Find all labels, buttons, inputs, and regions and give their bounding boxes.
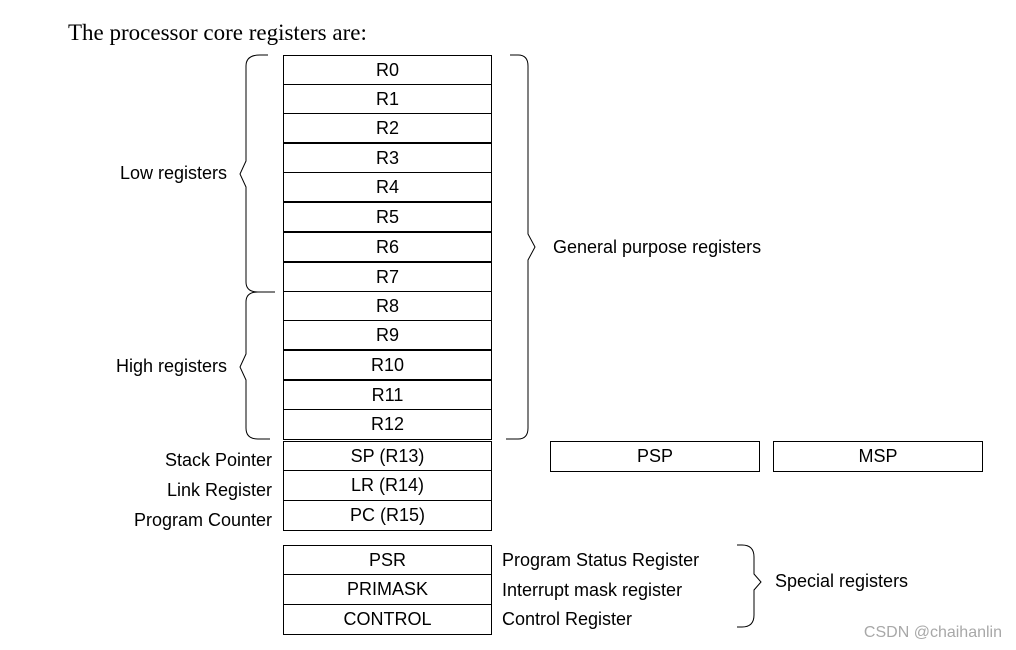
register-r4: R4 xyxy=(283,172,492,202)
register-primask: PRIMASK xyxy=(283,574,492,605)
register-r11: R11 xyxy=(283,380,492,410)
register-psr: PSR xyxy=(283,545,492,575)
high-registers-label: High registers xyxy=(115,356,227,376)
register-msp: MSP xyxy=(773,441,983,472)
control-description: Control Register xyxy=(502,609,633,629)
stack-pointer-label: Stack Pointer xyxy=(164,450,272,470)
register-r9: R9 xyxy=(283,320,492,350)
register-control: CONTROL xyxy=(283,604,492,635)
general-purpose-label: General purpose registers xyxy=(553,237,762,257)
psr-description: Program Status Register xyxy=(502,550,700,570)
link-register-label: Link Register xyxy=(166,480,272,500)
register-r2: R2 xyxy=(283,113,492,143)
register-r5: R5 xyxy=(283,202,492,232)
low-registers-brace xyxy=(239,54,275,293)
page-title: The processor core registers are: xyxy=(68,20,367,45)
register-r8: R8 xyxy=(283,291,492,321)
special-registers-label: Special registers xyxy=(775,571,909,591)
low-registers-label: Low registers xyxy=(119,163,227,183)
register-sp: SP (R13) xyxy=(283,441,492,471)
register-r3: R3 xyxy=(283,143,492,173)
register-r7: R7 xyxy=(283,262,492,292)
register-lr: LR (R14) xyxy=(283,470,492,501)
register-r10: R10 xyxy=(283,350,492,380)
watermark: CSDN @chaihanlin xyxy=(863,624,1002,641)
high-registers-brace xyxy=(239,291,275,440)
register-r0: R0 xyxy=(283,55,492,85)
primask-description: Interrupt mask register xyxy=(502,580,683,600)
general-purpose-brace xyxy=(506,54,536,440)
register-r6: R6 xyxy=(283,232,492,262)
special-registers-brace xyxy=(737,544,762,628)
register-r12: R12 xyxy=(283,409,492,440)
register-psp: PSP xyxy=(550,441,760,472)
register-pc: PC (R15) xyxy=(283,500,492,531)
program-counter-label: Program Counter xyxy=(133,510,272,530)
